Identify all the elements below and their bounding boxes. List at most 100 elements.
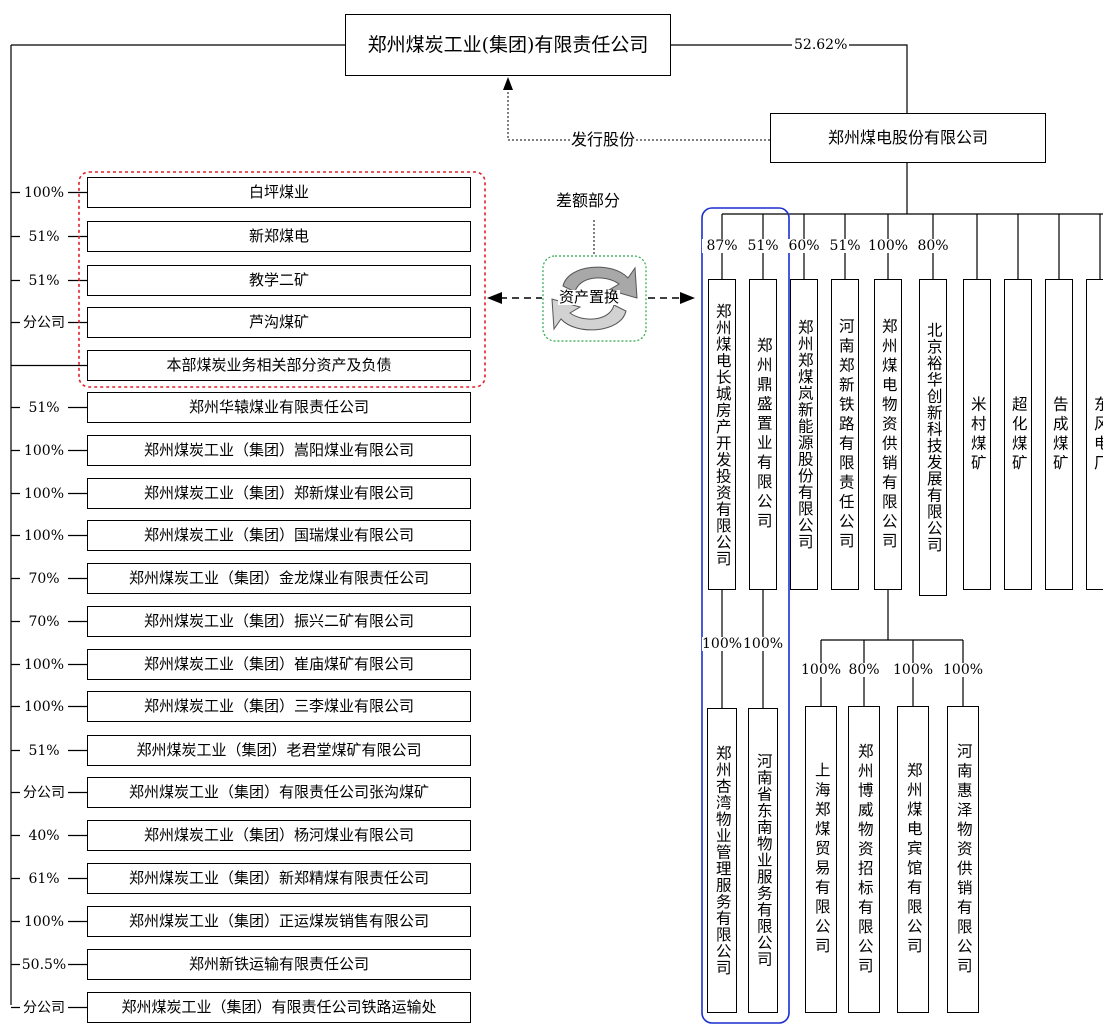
left-subsidiary-box: 新郑煤电 (87, 221, 471, 252)
material-sub-box: 郑州煤电宾馆有限公司 (897, 706, 929, 1013)
material-sub-percent: 100% (943, 662, 984, 678)
listed-subsidiary-name: 郑州煤电长城房产开发投资有限公司 (713, 302, 732, 567)
left-ownership-label: 51% (20, 273, 68, 288)
left-subsidiary-box: 芦沟煤矿 (87, 307, 471, 338)
listed-subsidiary-box: 超化煤矿 (1004, 279, 1032, 590)
listed-subsidiary-box: 告成煤矿 (1045, 279, 1073, 590)
left-ownership-label: 100% (20, 699, 68, 714)
listed-subsidiary-percent: 51% (743, 239, 783, 253)
material-sub-box: 河南惠泽物资供销有限公司 (947, 706, 979, 1013)
left-subsidiary-name: 郑州煤炭工业（集团）新郑精煤有限责任公司 (128, 869, 429, 887)
left-subsidiary-name: 郑州煤炭工业（集团）老君堂煤矿有限公司 (136, 741, 422, 759)
left-ownership-label: 70% (20, 614, 68, 629)
listed-subsidiary-box: 郑州郑煤岚新能源股份有限公司 (790, 279, 818, 590)
listed-subsidiary-box: 郑州鼎盛置业有限公司 (749, 279, 777, 590)
left-subsidiary-name: 郑州煤炭工业（集团）杨河煤业有限公司 (143, 826, 414, 844)
left-subsidiary-name: 郑州新铁运输有限责任公司 (188, 955, 369, 973)
left-subsidiary-box: 郑州煤炭工业（集团）新郑精煤有限责任公司 (87, 863, 471, 894)
material-sub-name: 郑州煤电宾馆有限公司 (904, 762, 923, 957)
listed-subsidiary-box: 东风电厂 (1086, 279, 1103, 590)
listed-subsidiary-box: 米村煤矿 (963, 279, 991, 590)
left-subsidiary-box: 郑州煤炭工业（集团）振兴二矿有限公司 (87, 606, 471, 637)
listed-subsidiary-name: 北京裕华创新科技发展有限公司 (924, 322, 943, 553)
left-ownership-label: 100% (20, 914, 68, 929)
left-subsidiary-box: 郑州华辕煤业有限责任公司 (87, 392, 471, 423)
left-subsidiary-name: 郑州煤炭工业（集团）国瑞煤业有限公司 (143, 526, 414, 544)
material-sub-box: 上海郑煤贸易有限公司 (805, 706, 837, 1013)
property-sub-percent: 100% (702, 636, 743, 652)
left-subsidiary-name: 郑州煤炭工业（集团）郑新煤业有限公司 (143, 484, 414, 502)
left-subsidiary-name: 郑州煤炭工业（集团）有限责任公司铁路运输处 (121, 998, 437, 1016)
left-subsidiary-box: 郑州煤炭工业（集团）有限责任公司张沟煤矿 (87, 777, 471, 808)
property-sub-box: 郑州杏湾物业管理服务有限公司 (707, 708, 737, 1013)
left-subsidiary-box: 郑州煤炭工业（集团）老君堂煤矿有限公司 (87, 735, 471, 766)
material-sub-percent: 80% (844, 663, 884, 677)
left-ownership-label: 40% (20, 828, 68, 843)
material-sub-box: 郑州博威物资招标有限公司 (848, 706, 880, 1013)
parent-company-box: 郑州煤炭工业(集团)有限责任公司 (345, 14, 671, 76)
left-ownership-label: 100% (20, 185, 68, 200)
left-subsidiary-name: 新郑煤电 (248, 227, 309, 245)
left-subsidiary-name: 郑州煤炭工业（集团）振兴二矿有限公司 (143, 612, 414, 630)
left-ownership-label: 100% (20, 486, 68, 501)
left-subsidiary-box: 郑州煤炭工业（集团）崔庙煤矿有限公司 (87, 649, 471, 680)
left-subsidiary-name: 郑州煤炭工业（集团）嵩阳煤业有限公司 (143, 441, 414, 459)
difference-label: 差额部分 (556, 191, 621, 210)
listed-subsidiary-name: 超化煤矿 (1009, 395, 1028, 474)
issue-shares-label: 发行股份 (571, 130, 636, 149)
listed-subsidiary-box: 北京裕华创新科技发展有限公司 (919, 279, 947, 596)
left-subsidiary-name: 教学二矿 (248, 271, 309, 289)
left-subsidiary-box: 郑州新铁运输有限责任公司 (87, 949, 471, 980)
left-subsidiary-box: 白坪煤业 (87, 177, 471, 208)
left-subsidiary-box: 郑州煤炭工业（集团）三李煤业有限公司 (87, 691, 471, 722)
listed-subsidiary-name: 郑州郑煤岚新能源股份有限公司 (795, 319, 814, 550)
left-subsidiary-name: 郑州煤炭工业（集团）正运煤炭销售有限公司 (128, 912, 429, 930)
property-sub-percent: 100% (743, 636, 784, 652)
material-sub-name: 河南惠泽物资供销有限公司 (954, 742, 973, 977)
listed-subsidiary-percent: 60% (784, 239, 824, 253)
left-subsidiary-box: 本部煤炭业务相关部分资产及负债 (87, 350, 471, 381)
left-subsidiary-box: 教学二矿 (87, 265, 471, 296)
left-ownership-label: 51% (20, 229, 68, 244)
left-subsidiary-name: 郑州煤炭工业（集团）有限责任公司张沟煤矿 (128, 783, 429, 801)
listed-subsidiary-box: 郑州煤电长城房产开发投资有限公司 (708, 279, 736, 590)
left-subsidiary-name: 本部煤炭业务相关部分资产及负债 (166, 356, 392, 374)
left-subsidiary-name: 郑州煤炭工业（集团）三李煤业有限公司 (143, 697, 414, 715)
property-sub-name: 河南省东南物业服务有限公司 (754, 753, 773, 968)
listed-company-box: 郑州煤电股份有限公司 (770, 113, 1046, 163)
left-ownership-label: 51% (20, 400, 68, 415)
property-sub-box: 河南省东南物业服务有限公司 (748, 708, 778, 1013)
left-ownership-label: 分公司 (20, 315, 68, 330)
left-ownership-label: 分公司 (20, 785, 68, 800)
left-subsidiary-box: 郑州煤炭工业（集团）有限责任公司铁路运输处 (87, 992, 471, 1023)
listed-company-name: 郑州煤电股份有限公司 (827, 128, 988, 147)
left-subsidiary-box: 郑州煤炭工业（集团）金龙煤业有限责任公司 (87, 563, 471, 594)
listed-subsidiary-box: 河南郑新铁路有限责任公司 (831, 279, 859, 590)
material-sub-percent: 100% (801, 662, 842, 678)
left-ownership-label: 100% (20, 657, 68, 672)
left-subsidiary-name: 郑州煤炭工业（集团）金龙煤业有限责任公司 (128, 569, 429, 587)
material-sub-name: 上海郑煤贸易有限公司 (812, 762, 831, 957)
left-subsidiary-box: 郑州煤炭工业（集团）正运煤炭销售有限公司 (87, 906, 471, 937)
listed-subsidiary-percent: 51% (825, 239, 865, 253)
left-ownership-label: 70% (20, 571, 68, 586)
parent-share-percent: 52.62% (792, 37, 850, 53)
left-ownership-label: 51% (20, 743, 68, 758)
left-subsidiary-name: 郑州煤炭工业（集团）崔庙煤矿有限公司 (143, 655, 414, 673)
left-ownership-label: 分公司 (20, 1000, 68, 1015)
left-subsidiary-box: 郑州煤炭工业（集团）杨河煤业有限公司 (87, 820, 471, 851)
listed-subsidiary-name: 郑州鼎盛置业有限公司 (754, 337, 773, 532)
material-sub-name: 郑州博威物资招标有限公司 (855, 742, 874, 977)
left-subsidiary-name: 芦沟煤矿 (248, 313, 309, 331)
left-subsidiary-box: 郑州煤炭工业（集团）国瑞煤业有限公司 (87, 520, 471, 551)
asset-swap-label: 资产置换 (558, 288, 621, 306)
property-sub-name: 郑州杏湾物业管理服务有限公司 (713, 745, 732, 976)
left-subsidiary-box: 郑州煤炭工业（集团）郑新煤业有限公司 (87, 478, 471, 509)
left-ownership-label: 100% (20, 528, 68, 543)
listed-subsidiary-box: 郑州煤电物资供销有限公司 (874, 279, 902, 590)
left-ownership-label: 61% (20, 871, 68, 886)
listed-subsidiary-percent: 100% (868, 238, 909, 254)
left-subsidiary-name: 白坪煤业 (248, 183, 309, 201)
listed-subsidiary-percent: 87% (702, 239, 742, 253)
